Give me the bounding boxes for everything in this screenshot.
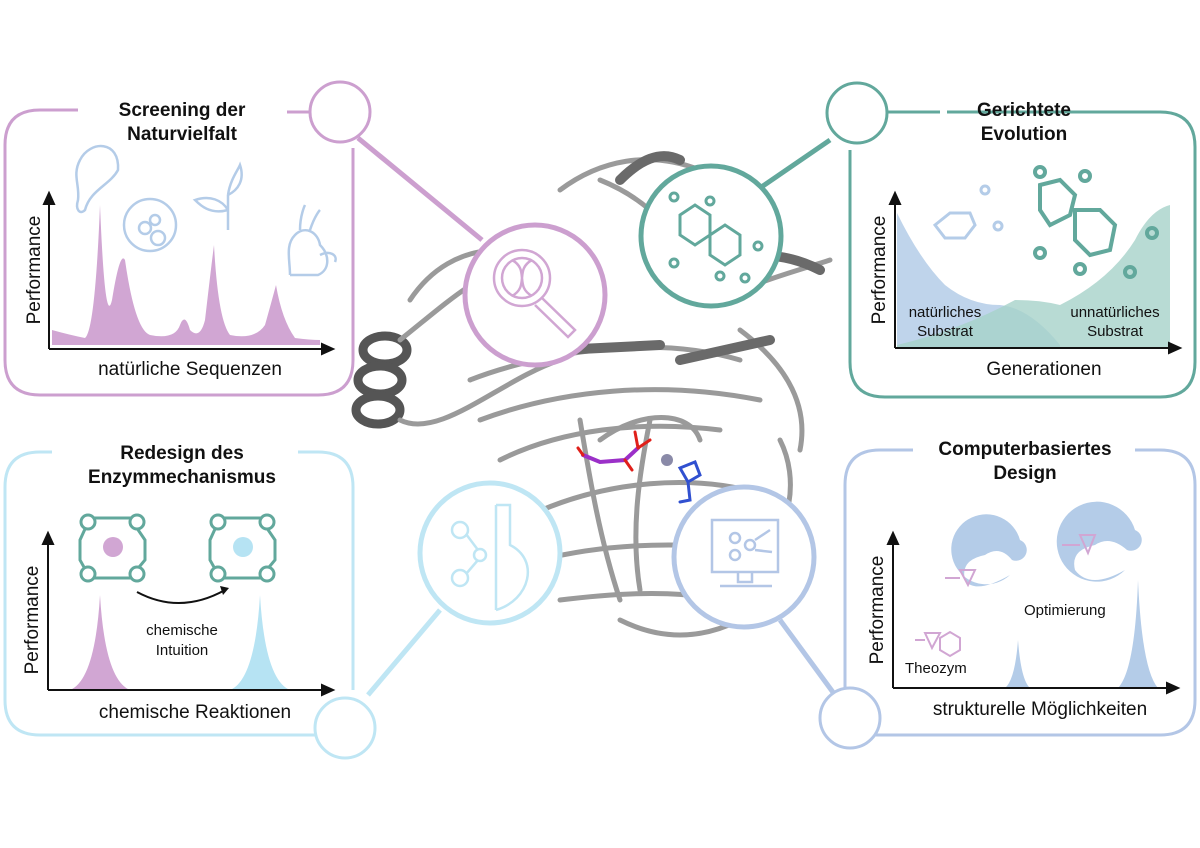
node-computational xyxy=(818,686,882,750)
ylabel-screening: Performance xyxy=(24,216,45,325)
axes-computational xyxy=(886,530,1181,695)
hub-evolution[interactable] xyxy=(638,163,784,309)
peak-optimized xyxy=(1118,580,1158,688)
node-screening xyxy=(308,80,372,144)
panel-evolution-title-2: Evolution xyxy=(981,124,1068,145)
ylabel-computational: Performance xyxy=(867,556,888,665)
peak-original xyxy=(70,595,130,690)
macrocycle-original-icon xyxy=(78,513,147,583)
computer-network-icon xyxy=(710,518,780,588)
panel-redesign: Redesign des Enzymmechanismus chemische … xyxy=(3,443,377,760)
xlabel-screening: natürliche Sequenzen xyxy=(98,359,282,380)
connector-screening xyxy=(356,136,484,242)
panel-evolution: Gerichtete Evolution Performance Generat… xyxy=(825,81,1197,399)
organism-icons xyxy=(75,144,337,277)
label-optimierung: Optimierung xyxy=(1024,602,1106,619)
panel-computational: Computerbasiertes Design Theozym Optimie… xyxy=(818,439,1197,750)
binding-pocket-2-icon xyxy=(1056,501,1142,582)
panel-redesign-title-1: Redesign des xyxy=(120,443,244,464)
axes-evolution xyxy=(888,190,1183,355)
macrocycle-redesigned-icon xyxy=(208,513,277,583)
molecule-large-icon xyxy=(1033,165,1159,279)
molecule-icon xyxy=(668,191,764,284)
sequence-peaks xyxy=(52,205,320,345)
panel-evolution-title-1: Gerichtete xyxy=(977,100,1071,121)
panel-computational-title-1: Computerbasiertes xyxy=(938,439,1111,460)
arrow-label-1: chemische xyxy=(146,622,218,639)
label-natural-2: Substrat xyxy=(917,323,974,340)
molecule-small-icon xyxy=(932,184,1004,240)
theozym-molecule-icon xyxy=(915,630,961,658)
panel-screening-title-2: Naturvielfalt xyxy=(127,124,237,145)
hub-redesign[interactable] xyxy=(417,480,563,626)
peak-theozym xyxy=(1005,640,1030,688)
binding-pocket-1-icon xyxy=(945,514,1027,588)
peak-redesigned xyxy=(230,595,290,690)
plant-icon xyxy=(192,161,243,230)
label-natural-1: natürliches xyxy=(909,304,982,321)
hub-computational[interactable] xyxy=(671,484,817,630)
panel-redesign-title-2: Enzymmechanismus xyxy=(88,467,276,488)
unnatural-substrate-curve xyxy=(897,205,1170,348)
xlabel-evolution: Generationen xyxy=(986,359,1101,380)
dna-magnifier-icon xyxy=(492,248,577,339)
node-redesign xyxy=(313,696,377,760)
label-unnatural-2: Substrat xyxy=(1087,323,1144,340)
panel-screening-title-1: Screening der xyxy=(119,100,246,121)
ylabel-evolution: Performance xyxy=(869,216,890,325)
cell-icon xyxy=(122,197,178,253)
axes-screening xyxy=(42,190,336,356)
ylabel-redesign: Performance xyxy=(22,566,43,675)
label-theozym: Theozym xyxy=(905,660,967,677)
xlabel-redesign: chemische Reaktionen xyxy=(99,702,291,723)
chemistry-flask-icon xyxy=(450,503,529,612)
intuition-arrow xyxy=(136,589,226,604)
node-evolution xyxy=(825,81,889,145)
connector-computational xyxy=(777,618,838,697)
bacterium-icon xyxy=(75,144,120,214)
connector-evolution xyxy=(758,137,832,191)
ligand xyxy=(576,430,702,504)
panel-screening: Screening der Naturvielfalt Performance … xyxy=(3,80,372,397)
arrow-label-2: Intuition xyxy=(156,642,209,659)
label-unnatural-1: unnatürliches xyxy=(1070,304,1159,321)
hub-screening[interactable] xyxy=(462,222,608,368)
connector-redesign xyxy=(366,608,442,697)
axes-redesign xyxy=(41,530,336,697)
xlabel-computational: strukturelle Möglichkeiten xyxy=(933,699,1147,720)
rabbit-icon xyxy=(287,204,337,277)
panel-computational-title-2: Design xyxy=(993,463,1056,484)
